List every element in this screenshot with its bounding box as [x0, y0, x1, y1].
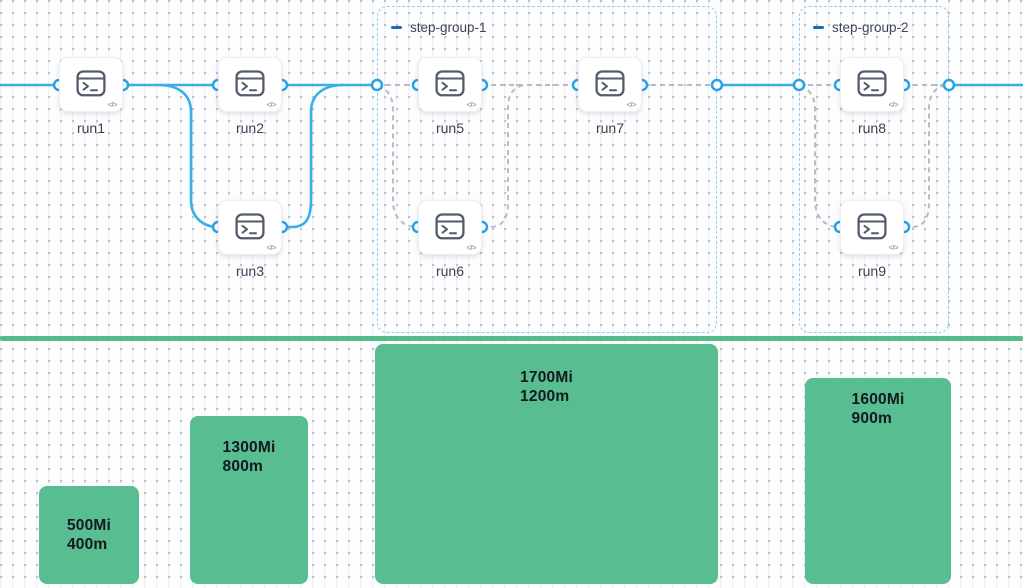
code-icon: </>: [466, 243, 477, 252]
node-label: run8: [857, 120, 887, 136]
step-group-1[interactable]: step-group-1: [377, 6, 717, 333]
edge-run9-group2out: [904, 84, 949, 228]
port-group1-out[interactable]: [710, 78, 724, 92]
node-label: run1: [76, 120, 106, 136]
code-icon: </>: [466, 100, 477, 109]
terminal-icon: [435, 212, 465, 239]
step-group-2[interactable]: step-group-2: [799, 6, 949, 333]
group-title: step-group-2: [832, 20, 909, 35]
bar-memory-label: 500Mi: [66, 517, 112, 534]
group-collapse-icon[interactable]: [391, 26, 402, 29]
node-run8[interactable]: </> run8: [840, 57, 904, 136]
node-run9[interactable]: </> run9: [840, 200, 904, 279]
terminal-icon: [435, 69, 465, 96]
node-label: run2: [235, 120, 265, 136]
resource-usage-chart: 500Mi 400m 1300Mi 800m 1700Mi 1200m 1600…: [0, 341, 1023, 588]
node-run7[interactable]: </> run7: [578, 57, 642, 136]
group-label: step-group-2: [813, 20, 909, 35]
node-label: run6: [435, 263, 465, 279]
resource-bar: 1300Mi 800m: [190, 416, 308, 584]
code-icon: </>: [107, 100, 118, 109]
bar-cpu-label: 400m: [66, 536, 108, 553]
resource-bar: 1700Mi 1200m: [375, 344, 718, 584]
group-label: step-group-1: [391, 20, 487, 35]
node-run1[interactable]: </> run1: [59, 57, 123, 136]
code-icon: </>: [266, 243, 277, 252]
node-label: run7: [595, 120, 625, 136]
terminal-icon: [595, 69, 625, 96]
port-group2-in[interactable]: [792, 78, 806, 92]
node-label: run5: [435, 120, 465, 136]
edge-run1-run3: [157, 83, 219, 229]
bar-memory-label: 1700Mi: [520, 369, 573, 386]
edge-group1-run6: [377, 85, 419, 228]
resource-bar: 500Mi 400m: [39, 486, 139, 584]
edge-group2-run9: [799, 85, 841, 228]
node-run5[interactable]: </> run5: [418, 57, 482, 136]
code-icon: </>: [626, 100, 637, 109]
group-title: step-group-1: [410, 20, 487, 35]
code-icon: </>: [888, 243, 899, 252]
node-run2[interactable]: </> run2: [218, 57, 282, 136]
code-icon: </>: [266, 100, 277, 109]
terminal-icon: [235, 212, 265, 239]
node-run6[interactable]: </> run6: [418, 200, 482, 279]
bar-cpu-label: 1200m: [520, 388, 570, 405]
resource-bar: 1600Mi 900m: [805, 378, 951, 584]
bar-memory-label: 1600Mi: [851, 391, 905, 408]
chart-separator-line: [0, 336, 1023, 341]
node-run3[interactable]: </> run3: [218, 200, 282, 279]
bar-cpu-label: 900m: [851, 410, 892, 427]
code-icon: </>: [888, 100, 899, 109]
terminal-icon: [857, 212, 887, 239]
node-label: run3: [235, 263, 265, 279]
edge-run3-group1: [282, 83, 345, 229]
terminal-icon: [235, 69, 265, 96]
port-group1-in[interactable]: [370, 78, 384, 92]
bar-memory-label: 1300Mi: [222, 439, 276, 456]
edge-layer: [0, 78, 1023, 234]
node-label: run9: [857, 263, 887, 279]
terminal-icon: [76, 69, 106, 96]
group-collapse-icon[interactable]: [813, 26, 824, 29]
bar-cpu-label: 800m: [222, 458, 263, 475]
port-group2-out[interactable]: [942, 78, 956, 92]
terminal-icon: [857, 69, 887, 96]
edge-run6-run7: [482, 84, 527, 228]
